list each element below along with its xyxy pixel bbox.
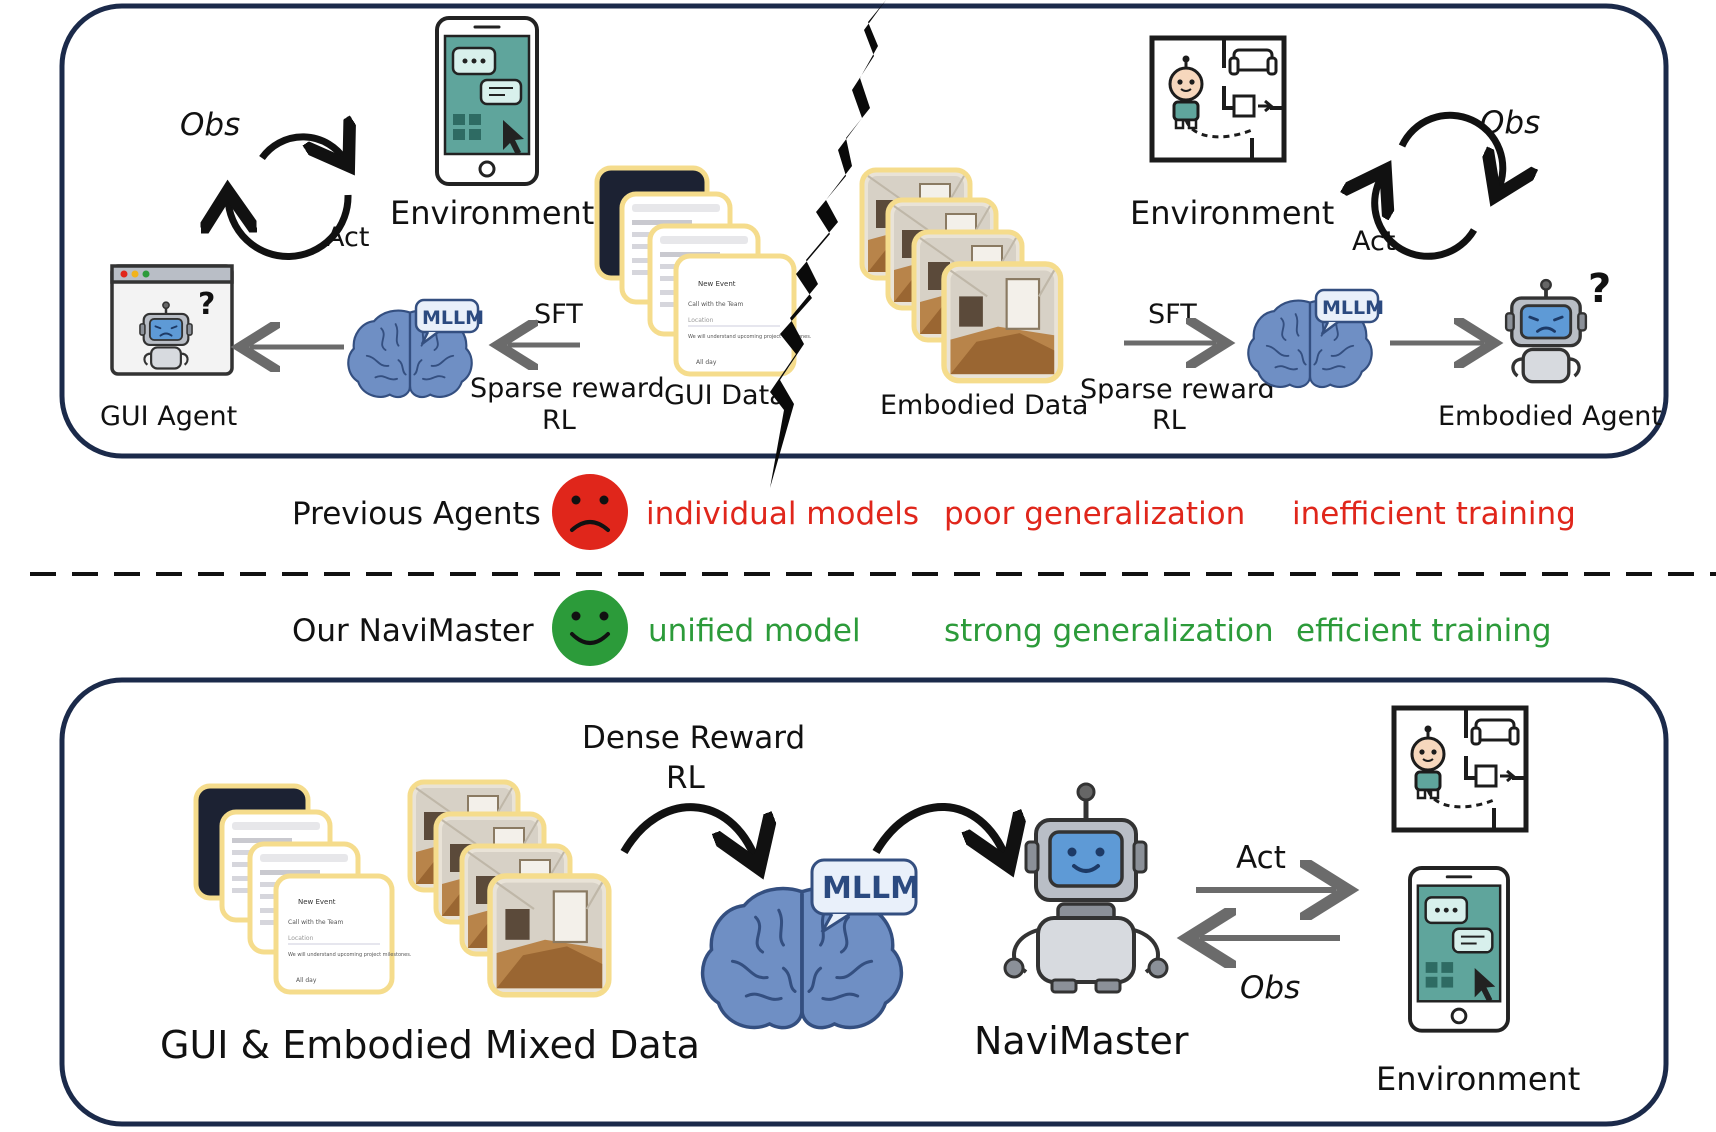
gui-data-card-stack: New Event Call with the Team Location We…	[594, 165, 812, 377]
mixed-data-label: GUI & Embodied Mixed Data	[160, 1023, 700, 1067]
embodied-sft-label: SFT	[1148, 299, 1197, 330]
gui-rl-label-line1: Sparse reward	[470, 373, 665, 404]
mllm-to-agent-arrow	[872, 803, 1006, 858]
mixed-phone-screen-title: New Event	[298, 898, 336, 906]
phone-screen-line2: Location	[688, 317, 714, 324]
embodied-mllm-label: MLLM	[1322, 297, 1384, 319]
phone-screen-title: New Event	[698, 280, 736, 288]
gui-obs-label: Obs	[180, 107, 240, 143]
mixed-phone-screen-line3: We will understand upcoming project mile…	[288, 952, 412, 958]
gui-agent-window-icon: ?	[110, 264, 234, 376]
embodied-obs-label: Obs	[1480, 105, 1540, 141]
bottom-obs-label: Obs	[1240, 970, 1300, 1006]
bottom-environment-label: Environment	[1376, 1060, 1580, 1098]
data-to-mllm-arrow	[620, 803, 756, 860]
previous-point-1: individual models	[646, 496, 919, 532]
frown-face-icon	[552, 474, 628, 550]
embodied-agent-label: Embodied Agent	[1438, 401, 1662, 432]
gui-environment-label: Environment	[390, 194, 594, 232]
gui-mllm-brain-icon	[347, 298, 480, 399]
dense-reward-label-line2: RL	[666, 760, 706, 796]
embodied-rl-label-line2: RL	[1152, 405, 1186, 436]
bottom-environment-phone-icon	[1408, 866, 1510, 1033]
embodied-obs-act-cycle	[1375, 111, 1503, 260]
navimaster-mllm-label: MLLM	[822, 871, 920, 906]
gui-mllm-label: MLLM	[422, 307, 484, 329]
navimaster-agent-label: NaviMaster	[974, 1019, 1189, 1063]
mixed-phone-screen-line4: All day	[296, 977, 317, 984]
embodied-data-label: Embodied Data	[880, 390, 1088, 421]
dense-reward-label-line1: Dense Reward	[582, 720, 805, 756]
embodied-environment-label: Environment	[1130, 194, 1334, 232]
embodied-agent-robot-icon: ?	[1504, 266, 1611, 384]
ours-point-1: unified model	[648, 613, 861, 649]
embodied-environment-floorplan-icon	[1152, 38, 1284, 160]
phone-screen-line3: We will understand upcoming project mile…	[688, 334, 812, 340]
gui-agent-label: GUI Agent	[100, 401, 237, 432]
ours-point-3: efficient training	[1296, 613, 1552, 649]
phone-screen-line1: Call with the Team	[688, 301, 744, 308]
gui-data-label: GUI Data	[664, 380, 786, 411]
embodied-rl-label-line1: Sparse reward	[1080, 374, 1275, 405]
bottom-environment-floorplan-icon	[1394, 708, 1526, 830]
embodied-act-label: Act	[1352, 226, 1395, 257]
navimaster-robot-icon	[1003, 782, 1169, 994]
embodied-agent-question-mark: ?	[1588, 266, 1611, 312]
previous-point-3: inefficient training	[1292, 496, 1576, 532]
gui-sft-label: SFT	[534, 299, 583, 330]
mixed-data-card-stack: New Event Call with the Team Location We…	[193, 782, 609, 995]
previous-point-2: poor generalization	[944, 496, 1245, 532]
gui-rl-label-line2: RL	[542, 405, 576, 436]
mixed-phone-screen-line2: Location	[288, 935, 314, 942]
phone-screen-line4: All day	[696, 359, 717, 366]
embodied-mllm-brain-icon	[1247, 288, 1380, 389]
gui-obs-act-cycle	[228, 137, 348, 260]
navimaster-label: Our NaviMaster	[292, 613, 534, 649]
crack-divider	[770, 0, 886, 488]
ours-point-2: strong generalization	[944, 613, 1274, 649]
gui-environment-phone-icon	[435, 16, 539, 186]
gui-agent-question-mark: ?	[198, 287, 215, 322]
navimaster-mllm-brain-icon	[700, 858, 918, 1030]
bottom-act-label: Act	[1236, 840, 1286, 876]
mixed-phone-screen-line1: Call with the Team	[288, 919, 344, 926]
smile-face-icon	[552, 590, 628, 666]
gui-act-label: Act	[326, 222, 369, 253]
previous-agents-label: Previous Agents	[292, 496, 541, 532]
